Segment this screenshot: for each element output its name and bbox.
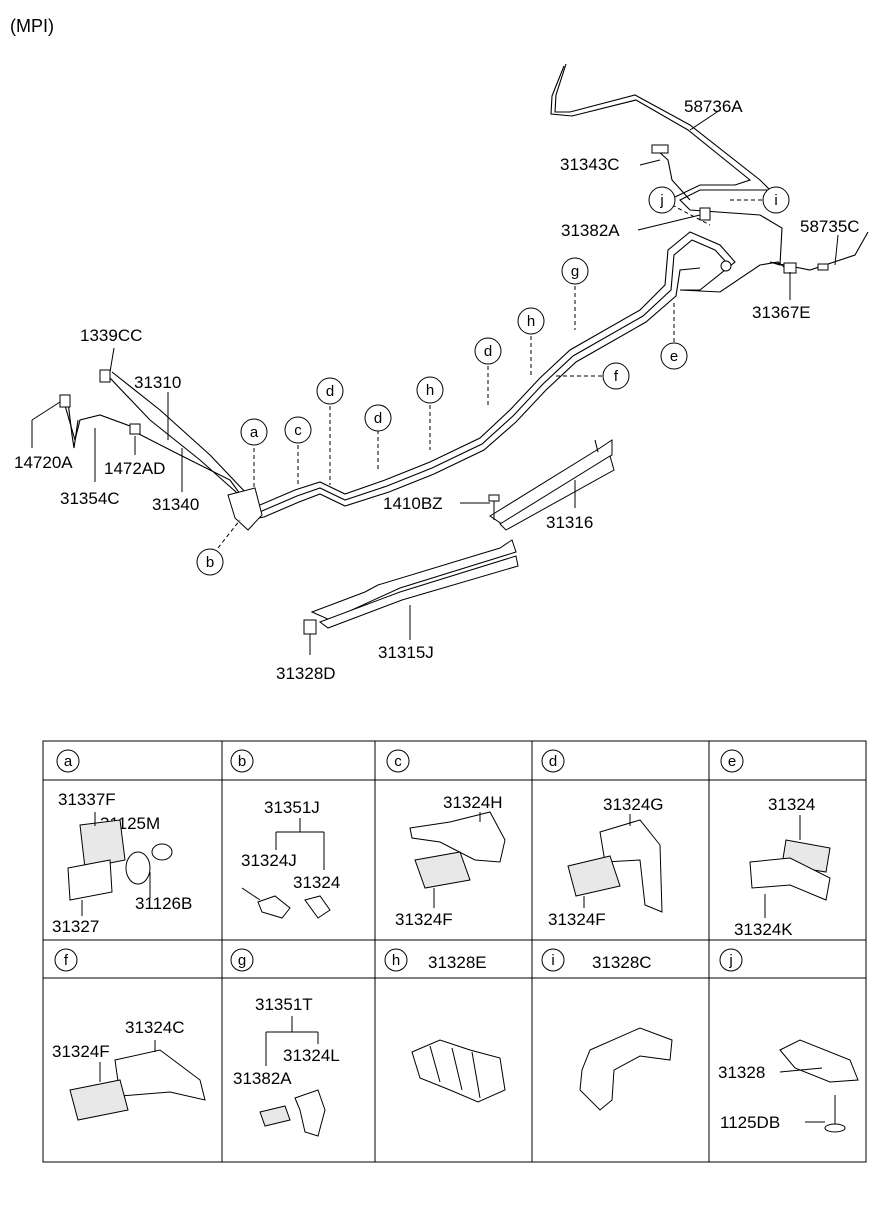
label-31310: 31310: [134, 373, 181, 392]
cell-b: b 31351J 31324J 31324: [230, 749, 340, 919]
svg-text:31324L: 31324L: [283, 1046, 340, 1065]
svg-text:g: g: [238, 952, 246, 969]
label-31354c: 31354C: [60, 489, 120, 508]
svg-text:e: e: [670, 348, 678, 365]
bracket-31315J: [303, 539, 519, 635]
svg-text:h: h: [527, 313, 535, 330]
callout-circles: a b c d d h d h g f e i j: [196, 186, 790, 576]
svg-text:31324C: 31324C: [125, 1018, 185, 1037]
cell-f: f 31324C 31324F: [52, 948, 206, 1121]
label-31316: 31316: [546, 513, 593, 532]
callout-d1: d: [316, 377, 344, 405]
callout-h1: h: [416, 376, 444, 404]
cell-e: e 31324 31324K: [720, 749, 831, 939]
svg-text:31324K: 31324K: [734, 920, 793, 939]
svg-text:31324H: 31324H: [443, 793, 503, 812]
label-14720a: 14720A: [14, 453, 73, 472]
main-pipe-assembly: [59, 63, 869, 531]
label-1410bz: 1410BZ: [383, 494, 443, 513]
svg-text:31324F: 31324F: [395, 910, 453, 929]
label-31328d: 31328D: [276, 664, 336, 683]
label-31367e: 31367E: [752, 303, 811, 322]
callout-i: i: [762, 186, 790, 214]
svg-text:b: b: [238, 753, 246, 770]
label-58736a: 58736A: [684, 97, 743, 116]
svg-text:d: d: [374, 410, 382, 427]
svg-text:i: i: [551, 952, 554, 969]
label-31340: 31340: [152, 495, 199, 514]
svg-text:f: f: [64, 952, 69, 969]
callout-g: g: [561, 257, 589, 285]
svg-text:d: d: [326, 383, 334, 400]
callout-h2: h: [517, 307, 545, 335]
svg-text:31328C: 31328C: [592, 953, 652, 972]
svg-text:31328: 31328: [718, 1063, 765, 1082]
svg-text:31382A: 31382A: [233, 1069, 292, 1088]
svg-text:h: h: [392, 952, 400, 969]
svg-text:d: d: [549, 753, 557, 770]
bracket-31316: [489, 439, 615, 531]
label-31382a: 31382A: [561, 221, 620, 240]
svg-text:a: a: [250, 424, 259, 441]
callout-d2: d: [364, 404, 392, 432]
label-31315j: 31315J: [378, 643, 434, 662]
svg-text:31324F: 31324F: [548, 910, 606, 929]
callout-d3: d: [474, 337, 502, 365]
svg-text:g: g: [571, 263, 579, 280]
label-31343c: 31343C: [560, 155, 620, 174]
svg-text:j: j: [728, 952, 732, 969]
svg-text:j: j: [659, 192, 663, 209]
callout-e: e: [660, 342, 688, 370]
cell-g: g 31351T 31382A 31324L: [230, 948, 340, 1137]
svg-text:31324: 31324: [293, 873, 340, 892]
svg-text:h: h: [426, 382, 434, 399]
callout-f: f: [602, 362, 630, 390]
svg-text:31337F: 31337F: [58, 790, 116, 809]
part-labels: 58736A 31343C 31382A 58735C 31367E 1339C…: [14, 97, 860, 683]
svg-text:c: c: [394, 753, 402, 770]
svg-text:c: c: [294, 422, 302, 439]
svg-text:i: i: [774, 192, 777, 209]
cell-d: d 31324G 31324F: [541, 749, 664, 929]
cell-c: c 31324H 31324F: [386, 749, 506, 929]
variant-label: (MPI): [10, 16, 54, 36]
svg-text:31324F: 31324F: [52, 1042, 110, 1061]
label-1472ad: 1472AD: [104, 459, 165, 478]
svg-text:31324G: 31324G: [603, 795, 664, 814]
svg-text:31126B: 31126B: [135, 894, 192, 913]
leader-lines: [31, 109, 839, 655]
callout-leaders: [217, 199, 762, 549]
label-58735c: 58735C: [800, 217, 860, 236]
cell-h: h 31328E: [384, 948, 506, 1103]
callout-b: b: [196, 548, 224, 576]
svg-text:e: e: [728, 753, 736, 770]
svg-text:31328E: 31328E: [428, 953, 487, 972]
callout-c: c: [284, 416, 312, 444]
detail-table: [42, 740, 867, 1163]
svg-text:d: d: [484, 343, 492, 360]
callout-j: j: [648, 186, 676, 214]
cell-j: j 31328 1125DB: [718, 948, 859, 1133]
label-1339cc: 1339CC: [80, 326, 142, 345]
bolt-1410bz: [488, 494, 500, 520]
svg-text:31351T: 31351T: [255, 995, 313, 1014]
svg-text:31324: 31324: [768, 795, 815, 814]
svg-text:1125DB: 1125DB: [720, 1113, 780, 1132]
svg-text:31324J: 31324J: [241, 851, 297, 870]
cell-i: i 31328C: [541, 948, 673, 1111]
callout-a: a: [240, 418, 268, 446]
svg-text:a: a: [64, 753, 73, 770]
svg-text:f: f: [614, 368, 619, 385]
svg-text:31327: 31327: [52, 917, 99, 936]
cell-a: a 31337F 31125M 31126B 31327: [52, 749, 192, 936]
svg-text:b: b: [206, 554, 214, 571]
svg-text:31351J: 31351J: [264, 798, 320, 817]
